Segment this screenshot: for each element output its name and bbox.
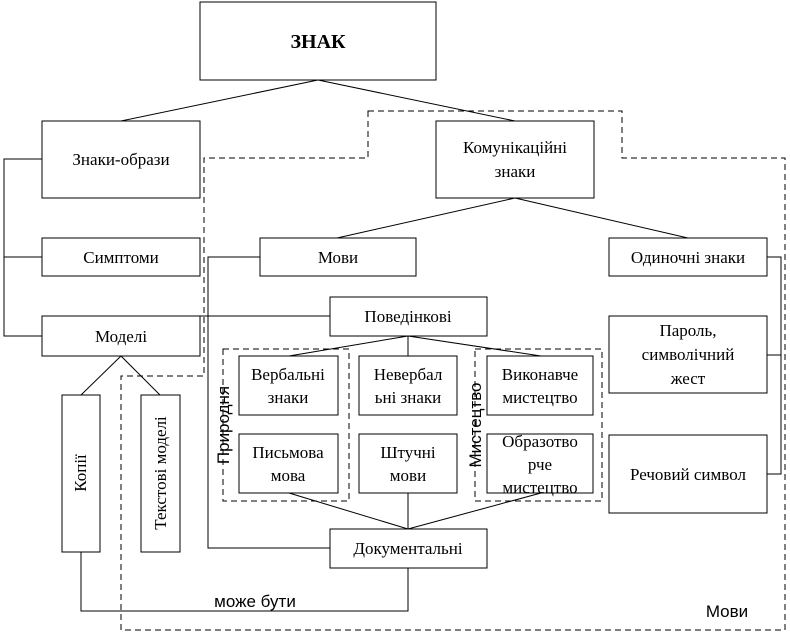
obrazotvorche-label-line2: рче [528,455,552,474]
connector [288,335,409,357]
connector [407,335,542,357]
verbalni-label-line2: знаки [268,388,309,407]
komunikatsiini-box [435,120,595,199]
connector [407,492,542,530]
connector [317,79,516,122]
obrazotvorche-label-line3: мистецтво [502,478,577,497]
pysmova-label-line2: мова [271,466,306,485]
modeli-box [41,315,201,357]
connector [288,492,409,530]
movy-label: Мови [318,248,358,267]
pryrodnia-group-label: Природня [214,386,233,464]
shtuchni-box [358,433,458,494]
vykonavche-label-line1: Виконавче [502,365,578,384]
mystetstvo-group-label: Мистецтво [466,382,485,467]
obrazotvorche-box [486,433,594,494]
dokumentalni-label: Документальні [353,539,462,558]
connector [3,158,42,337]
movy-region-annotation: Мови [706,602,748,621]
parol-label-line3: жест [670,369,706,388]
modeli-label: Моделі [95,327,147,346]
odynochni-box [608,237,768,277]
movy-dashed-region [120,110,786,631]
mystetstvo-dashed-group [474,348,603,502]
connector [207,256,330,549]
tekstovi-modeli-box [140,394,181,553]
neverbalni-label-line2: ьні знаки [375,388,442,407]
connector [120,355,161,396]
movy-box [259,237,417,277]
connector [80,355,122,396]
tekstovi-modeli-label: Текстові моделі [151,416,170,530]
pysmova-box [238,433,339,494]
rechovyi-label: Речовий символ [630,465,746,484]
mozhe-buty-connector [80,552,409,612]
parol-label-line2: символічний [642,345,735,364]
connector [336,197,516,239]
znak-box [199,1,437,81]
znaky-obrazy-box [41,120,201,199]
neverbalni-label-line1: Невербал [374,365,443,384]
odynochni-label: Одиночні знаки [631,248,745,267]
komunikatsiini-label-line1: Комунікаційні [463,138,567,157]
connector [120,79,319,122]
connector [767,256,782,475]
rechovyi-box [608,434,768,514]
znaky-obrazy-label: Знаки-образи [72,150,169,169]
znak-label: ЗНАК [290,31,346,53]
verbalni-label-line1: Вербальні [251,365,325,384]
vykonavche-label-line2: мистецтво [502,388,577,407]
dokumentalni-box [329,528,488,569]
shtuchni-label-line1: Штучні [380,443,436,462]
vykonavche-box [486,355,594,416]
parol-box [608,315,768,394]
povedinkovi-box [329,296,488,337]
symptomy-box [41,237,201,277]
komunikatsiini-label-line2: знаки [495,162,536,181]
pryrodnia-dashed-group [222,348,350,502]
neverbalni-box [358,355,458,416]
mozhe-buty-annotation: може бути [214,592,296,611]
pysmova-label-line1: Письмова [252,443,324,462]
povedinkovi-label: Поведінкові [364,307,451,326]
connector [514,197,689,239]
kopii-label: Копії [71,454,90,492]
obrazotvorche-label-line1: Образотво [502,432,578,451]
shtuchni-label-line2: мови [390,466,426,485]
parol-label-line1: Пароль, [659,321,716,340]
kopii-box [61,394,101,553]
verbalni-box [238,355,339,416]
symptomy-label: Симптоми [83,248,159,267]
